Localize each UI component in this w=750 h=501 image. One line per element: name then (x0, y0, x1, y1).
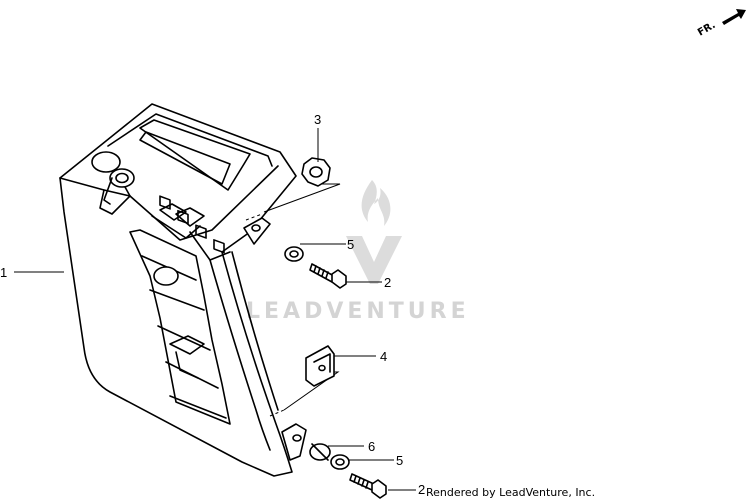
leader-lines (14, 128, 416, 491)
bolt-upper (309, 263, 347, 289)
callout-6: 6 (368, 439, 375, 454)
collar (309, 443, 331, 461)
clip-nut (305, 345, 335, 387)
watermark-text: LEADVENTURE (246, 299, 470, 324)
callout-5-upper: 5 (347, 237, 354, 252)
flame-logo-icon (346, 180, 402, 284)
arrow-icon (722, 9, 746, 25)
callout-2-lower: 2 (418, 482, 425, 497)
callout-2-upper: 2 (384, 275, 391, 290)
bolt-lower (349, 473, 387, 499)
washer-upper (284, 246, 304, 262)
fr-label: FR. (696, 20, 718, 39)
callout-3: 3 (314, 112, 321, 127)
watermark: LEADVENTURE (246, 180, 470, 324)
credit-text: Rendered by LeadVenture, Inc. (426, 486, 595, 499)
hex-nut (301, 157, 331, 187)
callout-4: 4 (380, 349, 387, 364)
callout-5-lower: 5 (396, 453, 403, 468)
meter-panel-cover (59, 103, 307, 477)
callouts: 1 3 5 2 4 6 5 2 (0, 112, 425, 497)
direction-indicator: FR. (696, 9, 746, 39)
callout-1: 1 (0, 265, 7, 280)
washer-lower (330, 454, 350, 470)
